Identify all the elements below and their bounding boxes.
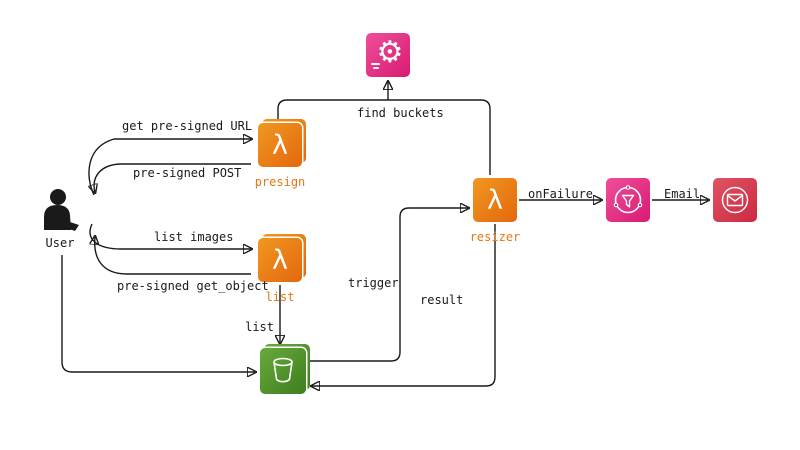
list-label: list	[265, 290, 295, 304]
edge-label-find-buckets: find buckets	[357, 106, 444, 120]
edge-trigger	[306, 208, 468, 362]
edge-label-get-presigned-url: get pre-signed URL	[122, 119, 253, 133]
bucket-glyph	[273, 357, 293, 383]
gear-glyph: ⚙	[376, 35, 404, 70]
edge-label-on-failure: onFailure	[528, 187, 594, 201]
gear-icon: ⚙	[366, 33, 410, 77]
email-icon	[713, 178, 757, 222]
speed-line	[371, 63, 380, 65]
edge-result	[312, 224, 496, 386]
edge-label-presigned-post: pre-signed POST	[133, 166, 242, 180]
funnel-icon	[606, 178, 650, 222]
lambda-glyph: λ	[487, 184, 503, 216]
edge-label-presigned-get-object: pre-signed get_object	[117, 279, 269, 293]
lambda-presign-icon: λ	[258, 119, 306, 167]
presign-label: presign	[254, 175, 306, 189]
resizer-label: resizer	[469, 230, 521, 244]
lambda-resizer-icon: λ	[473, 178, 517, 222]
bucket-icon	[260, 344, 310, 394]
lambda-list-icon: λ	[258, 234, 306, 282]
lambda-glyph: λ	[272, 244, 288, 276]
edge-user-to-bucket	[61, 255, 255, 372]
edge-find-buckets-bus	[277, 99, 491, 175]
user-icon	[44, 189, 79, 231]
envelope-glyph	[721, 186, 749, 214]
edge-presigned-post	[94, 163, 251, 192]
edge-label-result: result	[420, 293, 464, 307]
user-label: User	[45, 236, 75, 250]
edge-label-list-images: list images	[154, 230, 234, 244]
edge-label-trigger: trigger	[348, 276, 399, 290]
lambda-glyph: λ	[272, 129, 288, 161]
edge-label-email: Email	[664, 187, 701, 201]
funnel-glyph	[613, 185, 643, 214]
speed-line	[373, 67, 379, 69]
edge-presigned-get-object	[95, 237, 251, 275]
edge-label-list: list	[245, 320, 274, 334]
